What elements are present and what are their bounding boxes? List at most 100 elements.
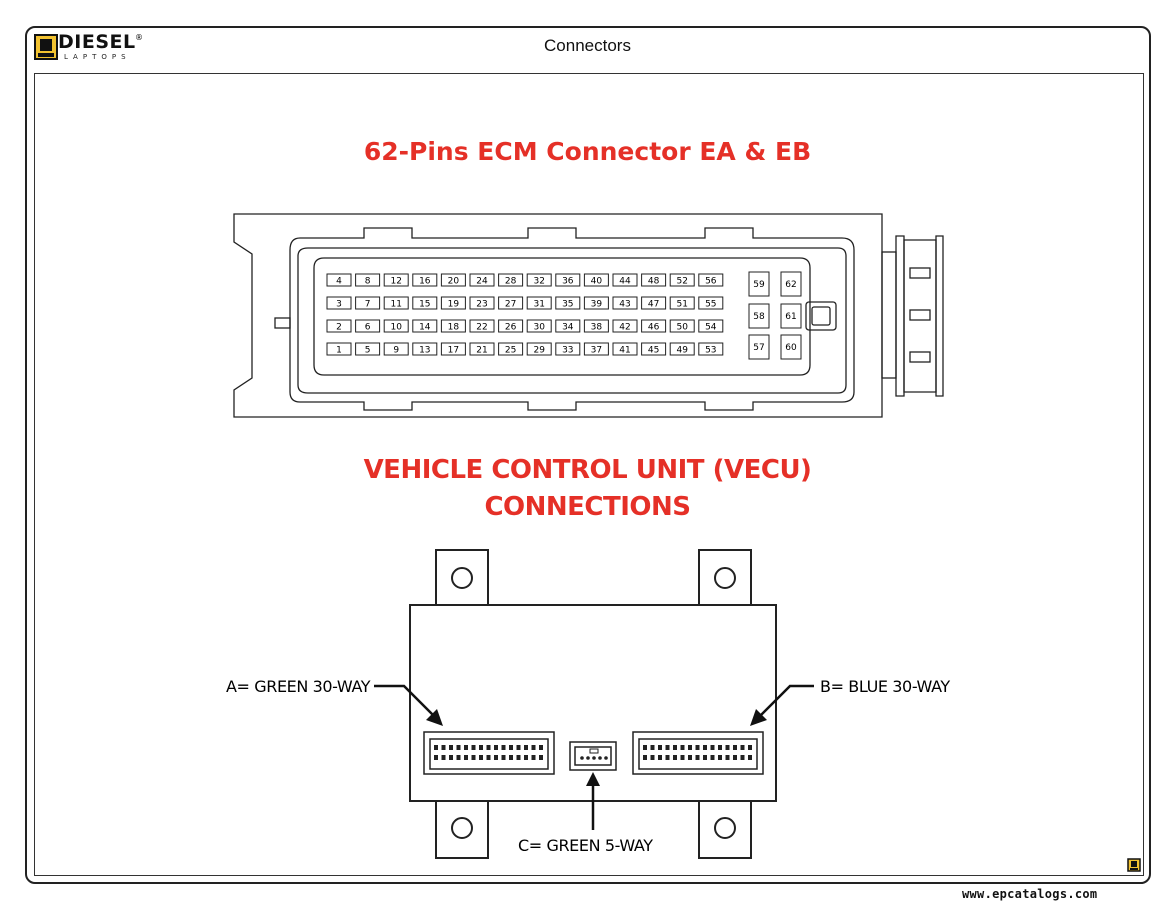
ecm-pin — [669, 273, 695, 287]
mount-hole-icon — [714, 567, 736, 589]
connector-pin — [665, 745, 670, 750]
connector-pin — [688, 755, 692, 760]
ecm-side-pin — [748, 303, 770, 329]
footer-url: www.epcatalogs.com — [962, 887, 1098, 901]
connector-pin — [516, 745, 521, 750]
ecm-pin-label: 51 — [676, 300, 687, 310]
ecm-pin-label: 12 — [390, 277, 401, 287]
ecm-pin-label: 25 — [505, 346, 516, 356]
connector-pin — [710, 755, 715, 760]
ecm-pin — [355, 342, 381, 356]
ecm-pin — [498, 342, 524, 356]
ecm-pin — [383, 273, 409, 287]
connector-pin — [456, 755, 461, 760]
ecm-pin-label: 36 — [562, 277, 574, 287]
mount-ear-bottom-right — [698, 795, 752, 859]
ecm-side-pin-label: 61 — [785, 312, 796, 322]
ecm-pin — [412, 319, 438, 333]
ecm-pin-label: 38 — [591, 323, 603, 333]
ecm-pin — [383, 319, 409, 333]
connector-pin — [449, 745, 453, 750]
mount-hole-icon — [451, 817, 473, 839]
connector-pin — [748, 755, 752, 760]
connector-pin — [658, 745, 662, 750]
ecm-pin — [555, 342, 581, 356]
label-connector-b: B= BLUE 30-WAY — [820, 677, 950, 696]
connector-pin — [464, 745, 468, 750]
ecm-side-pin-label: 60 — [785, 343, 797, 353]
ecm-pin-label: 49 — [676, 346, 688, 356]
ecm-pin-label: 54 — [705, 323, 717, 333]
ecm-pin-label: 22 — [476, 323, 487, 333]
ecm-pin — [440, 273, 466, 287]
logo-registered-mark: ® — [135, 33, 143, 42]
ecm-pin — [498, 296, 524, 310]
ecm-pin — [440, 296, 466, 310]
label-connector-a: A= GREEN 30-WAY — [226, 677, 371, 696]
ecm-pin — [555, 319, 581, 333]
ecm-pin-label: 13 — [419, 346, 430, 356]
ecm-pin-label: 28 — [505, 277, 517, 287]
ecm-pin — [440, 342, 466, 356]
connector-b-pins — [643, 745, 752, 760]
connector-pin — [733, 745, 737, 750]
connector-pin — [494, 755, 498, 760]
ecm-pin-label: 5 — [365, 346, 371, 356]
ecm-pin — [698, 342, 724, 356]
ecm-pin — [641, 319, 667, 333]
ecm-side-pin-label: 59 — [753, 280, 765, 290]
ecm-pin-label: 43 — [619, 300, 630, 310]
connector-pin — [725, 755, 730, 760]
ecm-pin — [526, 319, 552, 333]
ecm-pin — [583, 273, 609, 287]
ecm-pin-label: 56 — [705, 277, 717, 287]
ecm-pin — [641, 296, 667, 310]
connector-pin — [434, 745, 438, 750]
connector-pin — [441, 745, 446, 750]
ecm-pin-label: 16 — [419, 277, 431, 287]
ecm-side-pin — [780, 303, 802, 329]
ecm-pin-label: 18 — [448, 323, 460, 333]
ecm-pin — [555, 296, 581, 310]
ecm-pin-label: 32 — [533, 277, 544, 287]
ecm-pin-label: 31 — [533, 300, 544, 310]
connector-pin — [718, 755, 722, 760]
ecm-pin — [612, 342, 638, 356]
connector-pin — [650, 745, 655, 750]
ecm-pin — [355, 319, 381, 333]
ecm-pin — [698, 273, 724, 287]
connector-pin — [718, 745, 722, 750]
vecu-body — [409, 604, 777, 802]
logo-mark-icon — [34, 34, 58, 60]
content-frame — [34, 73, 1144, 876]
connector-pin — [524, 755, 528, 760]
ecm-pin-label: 15 — [419, 300, 430, 310]
ecm-pin — [583, 296, 609, 310]
ecm-pin — [698, 296, 724, 310]
mount-hole-icon — [451, 567, 473, 589]
ecm-pin-label: 11 — [390, 300, 401, 310]
ecm-pin — [669, 319, 695, 333]
connector-pin — [725, 745, 730, 750]
ecm-side-pin — [748, 271, 770, 297]
label-connector-c: C= GREEN 5-WAY — [518, 836, 653, 855]
connector-pin — [509, 755, 513, 760]
connector-pin — [740, 745, 745, 750]
ecm-pin — [669, 342, 695, 356]
ecm-pin-label: 47 — [648, 300, 659, 310]
connector-pin — [509, 745, 513, 750]
ecm-pin — [612, 296, 638, 310]
connector-pin — [501, 745, 506, 750]
connector-pin — [524, 745, 528, 750]
connector-pin — [733, 755, 737, 760]
connector-pin — [673, 745, 677, 750]
connector-pin — [449, 755, 453, 760]
logo-word: DIESEL — [58, 31, 136, 53]
ecm-pin-label: 52 — [676, 277, 687, 287]
ecm-pin — [326, 342, 352, 356]
ecm-pin — [612, 319, 638, 333]
connector-pin — [673, 755, 677, 760]
ecm-pin — [326, 273, 352, 287]
connector-pin — [539, 745, 543, 750]
